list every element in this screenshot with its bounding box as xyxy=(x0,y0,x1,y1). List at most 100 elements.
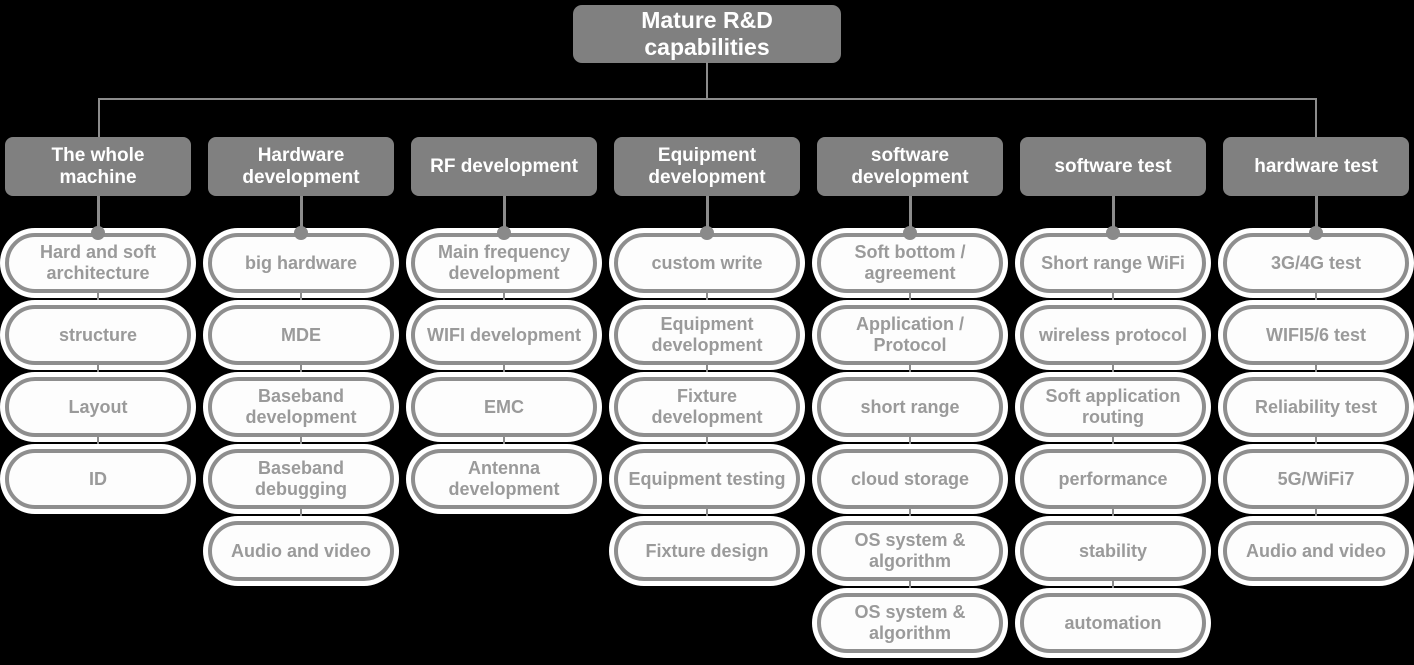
node-label: custom write xyxy=(651,252,763,273)
node-label: OS system & algorithm xyxy=(854,530,966,571)
node-pill: Soft bottom / agreement xyxy=(817,233,1003,293)
node-pill: Equipment development xyxy=(614,305,800,365)
column-title: Equipment development xyxy=(648,144,766,188)
node-pill: wireless protocol xyxy=(1020,305,1206,365)
node-pill: WIFI development xyxy=(411,305,597,365)
node-pill: Baseband development xyxy=(208,377,394,437)
right-connector-stub xyxy=(1315,98,1317,138)
node-label: big hardware xyxy=(244,252,358,273)
pill-connector-line xyxy=(503,365,505,377)
node-label: MDE xyxy=(281,324,321,345)
column-header: The whole machine xyxy=(5,137,191,196)
column-software-development: software development Soft bottom / agree… xyxy=(817,137,1003,653)
node-pill: Main frequency development xyxy=(411,233,597,293)
pill-connector-line xyxy=(909,581,911,593)
connector-dot xyxy=(1309,226,1323,240)
node-label: Equipment testing xyxy=(628,468,786,489)
node-pill: Baseband debugging xyxy=(208,449,394,509)
node-label: 5G/WiFi7 xyxy=(1277,468,1355,489)
column-title: Hardware development xyxy=(242,144,360,188)
pill-connector-line xyxy=(909,509,911,521)
node-pill: custom write xyxy=(614,233,800,293)
node-pill: 5G/WiFi7 xyxy=(1223,449,1409,509)
header-connector xyxy=(411,196,597,240)
node-pill: MDE xyxy=(208,305,394,365)
node-pill: short range xyxy=(817,377,1003,437)
horizontal-connector-line xyxy=(98,98,1317,100)
pill-connector-line xyxy=(503,437,505,449)
pill-connector-line xyxy=(909,365,911,377)
column-header: Equipment development xyxy=(614,137,800,196)
node-label: structure xyxy=(58,324,138,345)
node-pill: Application / Protocol xyxy=(817,305,1003,365)
node-pill: performance xyxy=(1020,449,1206,509)
header-connector xyxy=(817,196,1003,240)
node-label: Soft application routing xyxy=(1045,386,1181,427)
node-label: Antenna development xyxy=(448,458,560,499)
node-pill: OS system & algorithm xyxy=(817,521,1003,581)
pill-connector-line xyxy=(97,365,99,377)
header-connector xyxy=(614,196,800,240)
pill-connector-line xyxy=(300,509,302,521)
connector-dot xyxy=(91,226,105,240)
pill-connector-line xyxy=(1112,293,1114,305)
pill-connector-line xyxy=(909,293,911,305)
header-connector-line xyxy=(1314,196,1318,237)
header-connector-line xyxy=(1111,196,1115,237)
column-the-whole-machine: The whole machine Hard and soft architec… xyxy=(5,137,191,653)
node-label: Fixture development xyxy=(651,386,763,427)
connector-dot xyxy=(294,226,308,240)
node-label: Audio and video xyxy=(1245,540,1386,561)
node-pill: WIFI5/6 test xyxy=(1223,305,1409,365)
node-label: Main frequency development xyxy=(437,242,571,283)
node-pill: structure xyxy=(5,305,191,365)
columns-container: The whole machine Hard and soft architec… xyxy=(0,137,1414,653)
root-node: Mature R&D capabilities xyxy=(573,5,841,63)
node-label: Audio and video xyxy=(230,540,371,561)
node-label: Equipment development xyxy=(651,314,763,355)
connector-dot xyxy=(1106,226,1120,240)
node-pill: ID xyxy=(5,449,191,509)
node-pill: Soft application routing xyxy=(1020,377,1206,437)
header-connector-line xyxy=(705,196,709,237)
node-pill: Hard and soft architecture xyxy=(5,233,191,293)
node-label: 3G/4G test xyxy=(1270,252,1362,273)
header-connector-line xyxy=(96,196,100,237)
pill-connector-line xyxy=(706,293,708,305)
node-label: Baseband development xyxy=(245,386,357,427)
column-rf-development: RF development Main frequency developmen… xyxy=(411,137,597,653)
node-label: Layout xyxy=(68,396,128,417)
node-pill: EMC xyxy=(411,377,597,437)
column-header: hardware test xyxy=(1223,137,1409,196)
column-title: software test xyxy=(1054,155,1172,177)
header-connector xyxy=(1223,196,1409,240)
node-label: Baseband debugging xyxy=(255,458,347,499)
node-label: OS system & algorithm xyxy=(854,602,966,643)
column-header: RF development xyxy=(411,137,597,196)
node-label: WIFI development xyxy=(426,324,581,345)
pill-connector-line xyxy=(1112,581,1114,593)
column-header: Hardware development xyxy=(208,137,394,196)
node-label: wireless protocol xyxy=(1038,324,1188,345)
node-pill: big hardware xyxy=(208,233,394,293)
node-pill: Audio and video xyxy=(208,521,394,581)
column-title: The whole machine xyxy=(51,144,145,188)
node-pill: Equipment testing xyxy=(614,449,800,509)
header-connector xyxy=(208,196,394,240)
node-label: WIFI5/6 test xyxy=(1265,324,1367,345)
pill-connector-line xyxy=(1112,437,1114,449)
column-header: software test xyxy=(1020,137,1206,196)
pill-connector-line xyxy=(300,293,302,305)
node-label: Fixture design xyxy=(645,540,769,561)
connector-dot xyxy=(903,226,917,240)
node-pill: Fixture development xyxy=(614,377,800,437)
node-pill: 3G/4G test xyxy=(1223,233,1409,293)
